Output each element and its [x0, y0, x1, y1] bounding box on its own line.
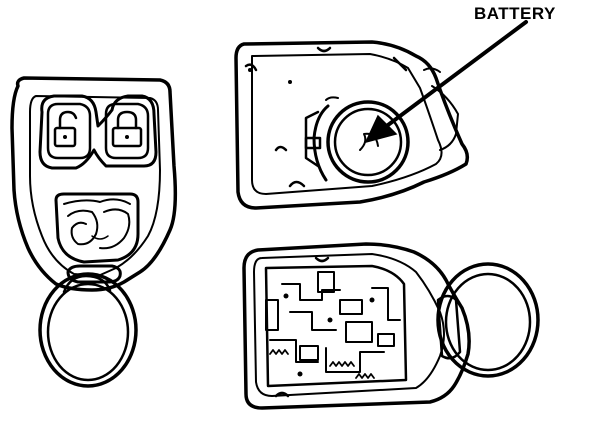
key-ring [38, 272, 138, 388]
key-fob-closed [10, 76, 178, 388]
battery-callout-arrow [364, 20, 528, 144]
ram-logo-badge [54, 192, 140, 264]
key-fob-circuit-half [242, 242, 540, 410]
key-fob-battery-half [234, 40, 470, 210]
lock-closed-icon [111, 110, 143, 148]
battery-label: BATTERY [474, 4, 556, 23]
key-ring [436, 262, 540, 378]
lock-open-icon [53, 110, 78, 148]
battery-holder [304, 96, 339, 182]
circuit-board [264, 264, 408, 388]
